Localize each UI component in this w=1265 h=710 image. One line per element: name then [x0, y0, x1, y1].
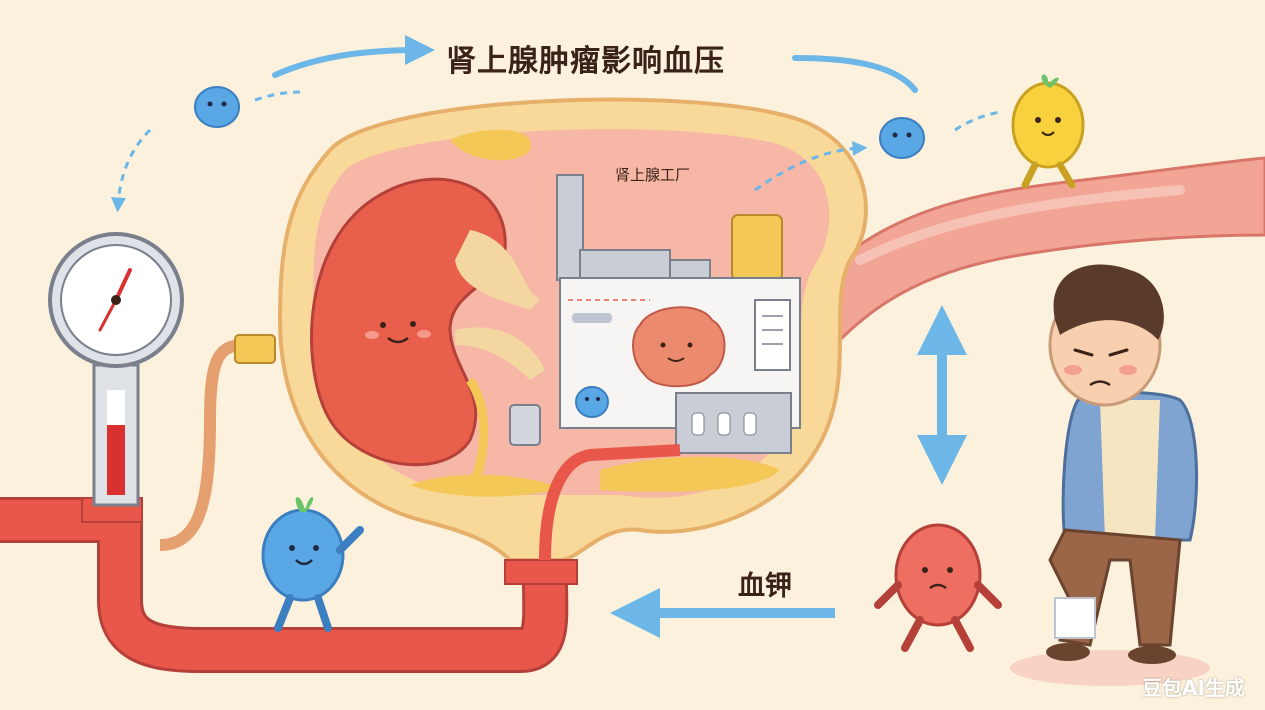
kidney-icon: [310, 177, 545, 482]
potassium-label: 血钾: [738, 571, 792, 602]
blood-vessel: [797, 156, 1265, 343]
blue-droplet-character: [194, 86, 240, 128]
red-bean-character: [874, 523, 1002, 652]
tired-man-character: [1010, 264, 1210, 686]
tumor-icon: [632, 306, 726, 388]
watermark: 豆包AI生成: [1142, 676, 1245, 700]
blue-droplet-character: [879, 117, 925, 159]
factory-label: 肾上腺工厂: [615, 166, 691, 184]
blue-droplet-character: [261, 497, 364, 632]
blood-pipe: [0, 334, 681, 673]
page-title: 肾上腺肿瘤影响血压: [446, 44, 725, 79]
blue-droplet-character: [575, 386, 609, 418]
pressure-gauge-icon: [48, 232, 184, 507]
yellow-fruit-character: [1011, 74, 1085, 189]
flow-arrows: [111, 35, 1001, 638]
